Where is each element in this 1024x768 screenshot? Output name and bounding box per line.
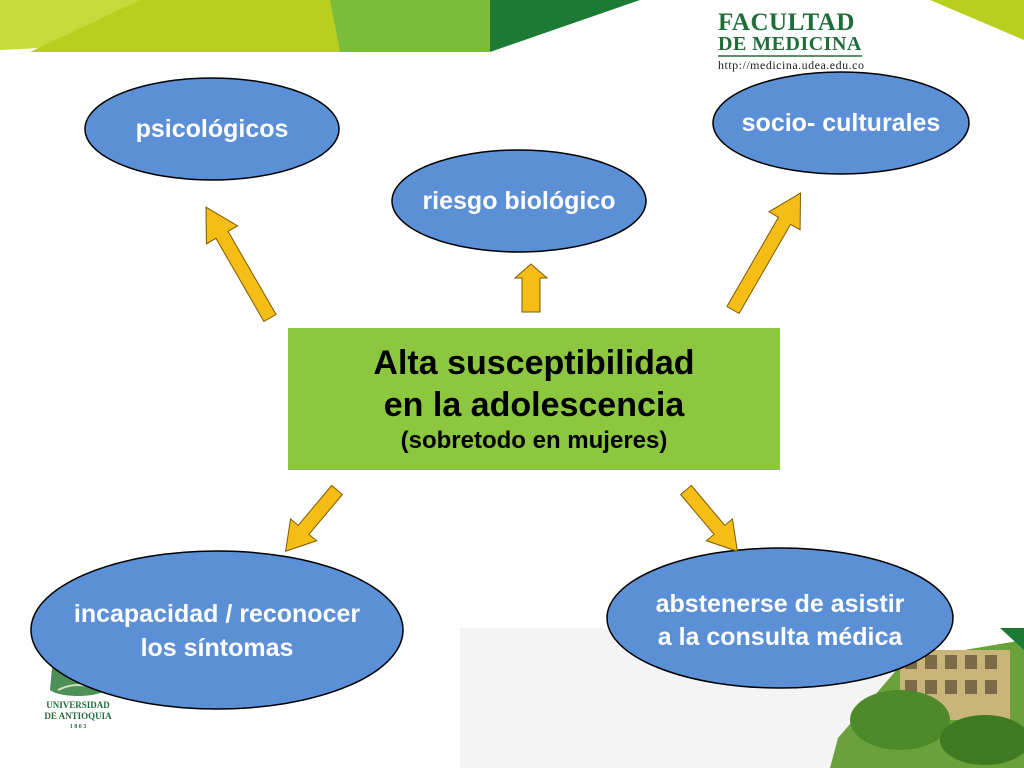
node-abstenerse-shape (606, 547, 954, 689)
arrow-up-right-icon (726, 192, 802, 315)
node-riesgo-biologico-shape (391, 149, 647, 253)
node-incapacidad-line2: los síntomas (140, 634, 294, 662)
node-incapacidad-label: incapacidad / reconocer los síntomas (31, 597, 403, 665)
header-band-green (330, 0, 490, 52)
node-psicologicos-label: psicológicos (135, 115, 289, 143)
facultad-title-line1: FACULTAD (718, 9, 855, 36)
header-band-right (930, 0, 1024, 40)
central-concept-line3: (sobretodo en mujeres) (400, 427, 668, 454)
arrow-up-left-icon (205, 206, 277, 323)
node-abstenerse-label: abstenerse de asistir a la consulta médi… (607, 588, 953, 654)
faculty-url: http://medicina.udea.edu.co (718, 58, 865, 72)
node-psicologicos-shape (84, 77, 340, 181)
central-concept-line2: en la adolescencia (383, 386, 685, 424)
node-abstenerse-line2: a la consulta médica (657, 623, 903, 651)
arrow-down-right-icon (679, 484, 739, 553)
node-socio-culturales-shape (712, 71, 970, 175)
node-riesgo-biologico-label: riesgo biológico (422, 187, 616, 215)
arrow-up-icon (513, 263, 549, 313)
university-founding-year: 1 8 0 3 (69, 724, 87, 730)
facultad-title-line2: DE MEDICINA (718, 33, 862, 55)
arrow-down-left-icon (284, 484, 344, 553)
university-name-line2: DE ANTIOQUIA (44, 711, 112, 721)
header-band-dark (490, 0, 640, 52)
central-concept-box: Alta susceptibilidad en la adolescencia … (288, 328, 780, 470)
node-incapacidad-line1: incapacidad / reconocer (73, 600, 361, 628)
university-name-line1: UNIVERSIDAD (46, 700, 110, 710)
node-abstenerse-line1: abstenerse de asistir (655, 590, 905, 618)
central-concept-line1: Alta susceptibilidad (373, 344, 695, 382)
building-photo (830, 628, 1024, 768)
node-incapacidad-shape (30, 550, 404, 710)
node-socio-culturales-label: socio- culturales (741, 109, 941, 137)
header-band-lime (30, 0, 420, 52)
